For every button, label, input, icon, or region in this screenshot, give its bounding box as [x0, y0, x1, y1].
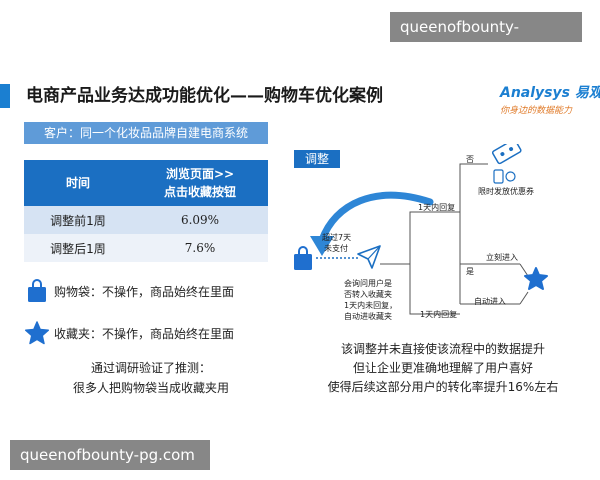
watermark-bottom: queenofbounty-pg.com: [10, 440, 210, 470]
note-line2: 很多人把购物袋当成收藏夹用: [72, 381, 229, 395]
favorites-star-icon: [524, 267, 548, 290]
shopping-bag-icon: [28, 279, 46, 302]
research-note: 通过调研验证了推测： 很多人把购物袋当成收藏夹用: [24, 358, 278, 398]
star-icon: [24, 321, 50, 345]
phone-icon: [493, 169, 504, 184]
label-ask-2: 否转入收藏夹: [344, 290, 392, 299]
legend-shopping-bag: 购物袋：不操作，商品始终在里面: [24, 278, 234, 304]
label-reply-a: 1天内回复: [418, 203, 456, 212]
diagram-bag-icon: [294, 246, 312, 270]
watermark-top: queenofbounty-pg.com: [390, 12, 582, 66]
label-reply-b: 1天内回复: [420, 310, 458, 319]
label-ask-4: 自动进收藏夹: [344, 312, 392, 321]
label-ask-1: 会询问用户是: [344, 279, 392, 288]
conclusion: 该调整并未直接使该流程中的数据提升 但让企业更准确地理解了用户喜好 使得后续这部…: [290, 340, 596, 397]
table-row: 调整后1周 7.6%: [24, 234, 268, 262]
label-no: 否: [466, 155, 474, 164]
header-metric-line2: 点击收藏按钮: [163, 185, 236, 199]
header-metric-line1: 浏览页面>>: [165, 167, 235, 181]
label-coupon: 限时发放优惠券: [478, 187, 534, 196]
title-accent-bar: [0, 84, 10, 108]
label-unpaid: 未支付: [324, 244, 348, 253]
header-time: 时间: [24, 160, 132, 206]
adjust-tag: 调整: [294, 150, 340, 168]
return-arrow: [318, 191, 434, 244]
legend-star-text: 收藏夹：不操作，商品始终在里面: [54, 326, 235, 341]
conclusion-line3: 使得后续这部分用户的转化率提升16%左右: [327, 380, 559, 394]
label-yes: 是: [466, 267, 474, 276]
flow-diagram: [294, 144, 548, 315]
label-over7: 超过7天: [322, 233, 352, 242]
results-table: 时间 浏览页面>> 点击收藏按钮 调整前1周 6.09% 调整后1周 7.6%: [24, 160, 268, 262]
brand-name: Analysys 易观: [500, 85, 600, 101]
label-auto-enter: 自动进入: [474, 297, 506, 306]
row-time: 调整前1周: [24, 206, 132, 234]
page-title: 电商产品业务达成功能优化——购物车优化案例: [26, 86, 383, 106]
table-header-row: 时间 浏览页面>> 点击收藏按钮: [24, 160, 268, 206]
clock-icon: [505, 171, 516, 182]
client-banner: 客户：同一个化妆品品牌自建电商系统: [24, 122, 268, 144]
legend-bag-text: 购物袋：不操作，商品始终在里面: [54, 284, 235, 299]
brand-logo: Analysys 易观 你身边的数据能力: [500, 82, 600, 116]
label-ask-3: 1天内未回复，: [344, 301, 398, 310]
conclusion-line1: 该调整并未直接使该流程中的数据提升: [340, 342, 545, 356]
row-value: 6.09%: [132, 206, 268, 234]
return-arrowhead: [310, 236, 334, 256]
row-time: 调整后1周: [24, 234, 132, 262]
legend-favorites: 收藏夹：不操作，商品始终在里面: [24, 320, 234, 346]
brand-slogan: 你身边的数据能力: [500, 106, 573, 116]
header-metric: 浏览页面>> 点击收藏按钮: [132, 160, 268, 206]
table-row: 调整前1周 6.09%: [24, 206, 268, 234]
paper-plane-icon: [357, 245, 381, 269]
row-value: 7.6%: [132, 234, 268, 262]
note-line1: 通过调研验证了推测：: [90, 361, 211, 375]
coupon-icon: [491, 144, 522, 165]
label-immediate: 立刻进入: [486, 253, 518, 262]
conclusion-line2: 但让企业更准确地理解了用户喜好: [352, 361, 533, 375]
branch-lines: [380, 163, 529, 315]
